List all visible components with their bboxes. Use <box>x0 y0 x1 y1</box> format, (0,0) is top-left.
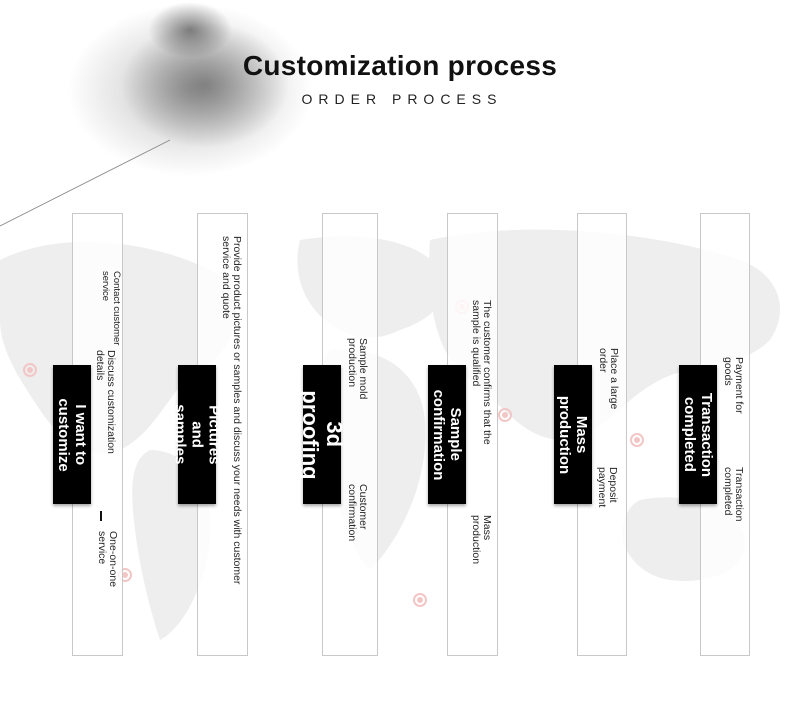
step-note: Place a large order <box>597 348 620 410</box>
page-title: Customization process <box>242 50 558 81</box>
step-note: Sample mold production <box>346 338 369 400</box>
step-badge-2: Pictures and samples <box>172 365 223 504</box>
step-note: Customer confirmation <box>346 484 369 542</box>
step-note: Transaction completed <box>722 467 745 522</box>
step-badge-4: Sample confirmation <box>428 365 466 504</box>
step-label: 3d proofing <box>298 389 347 480</box>
step-badge-6: Transaction completed <box>679 365 717 504</box>
header-photo <box>40 0 320 200</box>
step-note: Mass production <box>470 515 493 565</box>
step-note: Payment for goods <box>722 357 745 414</box>
step-badge-1: I want to customize <box>53 365 91 504</box>
decorative-line <box>0 139 171 227</box>
step-badge-3: 3d proofing <box>298 365 347 504</box>
step-label: Transaction completed <box>681 392 715 477</box>
step-label: Pictures and samples <box>171 404 223 465</box>
step-panel-2 <box>197 213 248 656</box>
step-note: Discuss customization details <box>94 350 117 454</box>
step-note: The customer confirms that the sample is… <box>470 300 493 445</box>
step-label: Sample confirmation <box>430 389 464 480</box>
step-label: I want to customize <box>55 397 89 472</box>
page-subtitle: ORDER PROCESS <box>301 91 503 107</box>
divider-mark <box>100 511 102 521</box>
step-note: One-on-one service <box>96 531 119 588</box>
step-badge-5: Mass production <box>554 365 592 504</box>
step-label: Mass production <box>556 395 590 474</box>
step-note: Contact customer service <box>100 271 122 346</box>
step-note: Deposit payment <box>596 467 619 508</box>
step-note: Provide product pictures or samples and … <box>220 236 243 585</box>
